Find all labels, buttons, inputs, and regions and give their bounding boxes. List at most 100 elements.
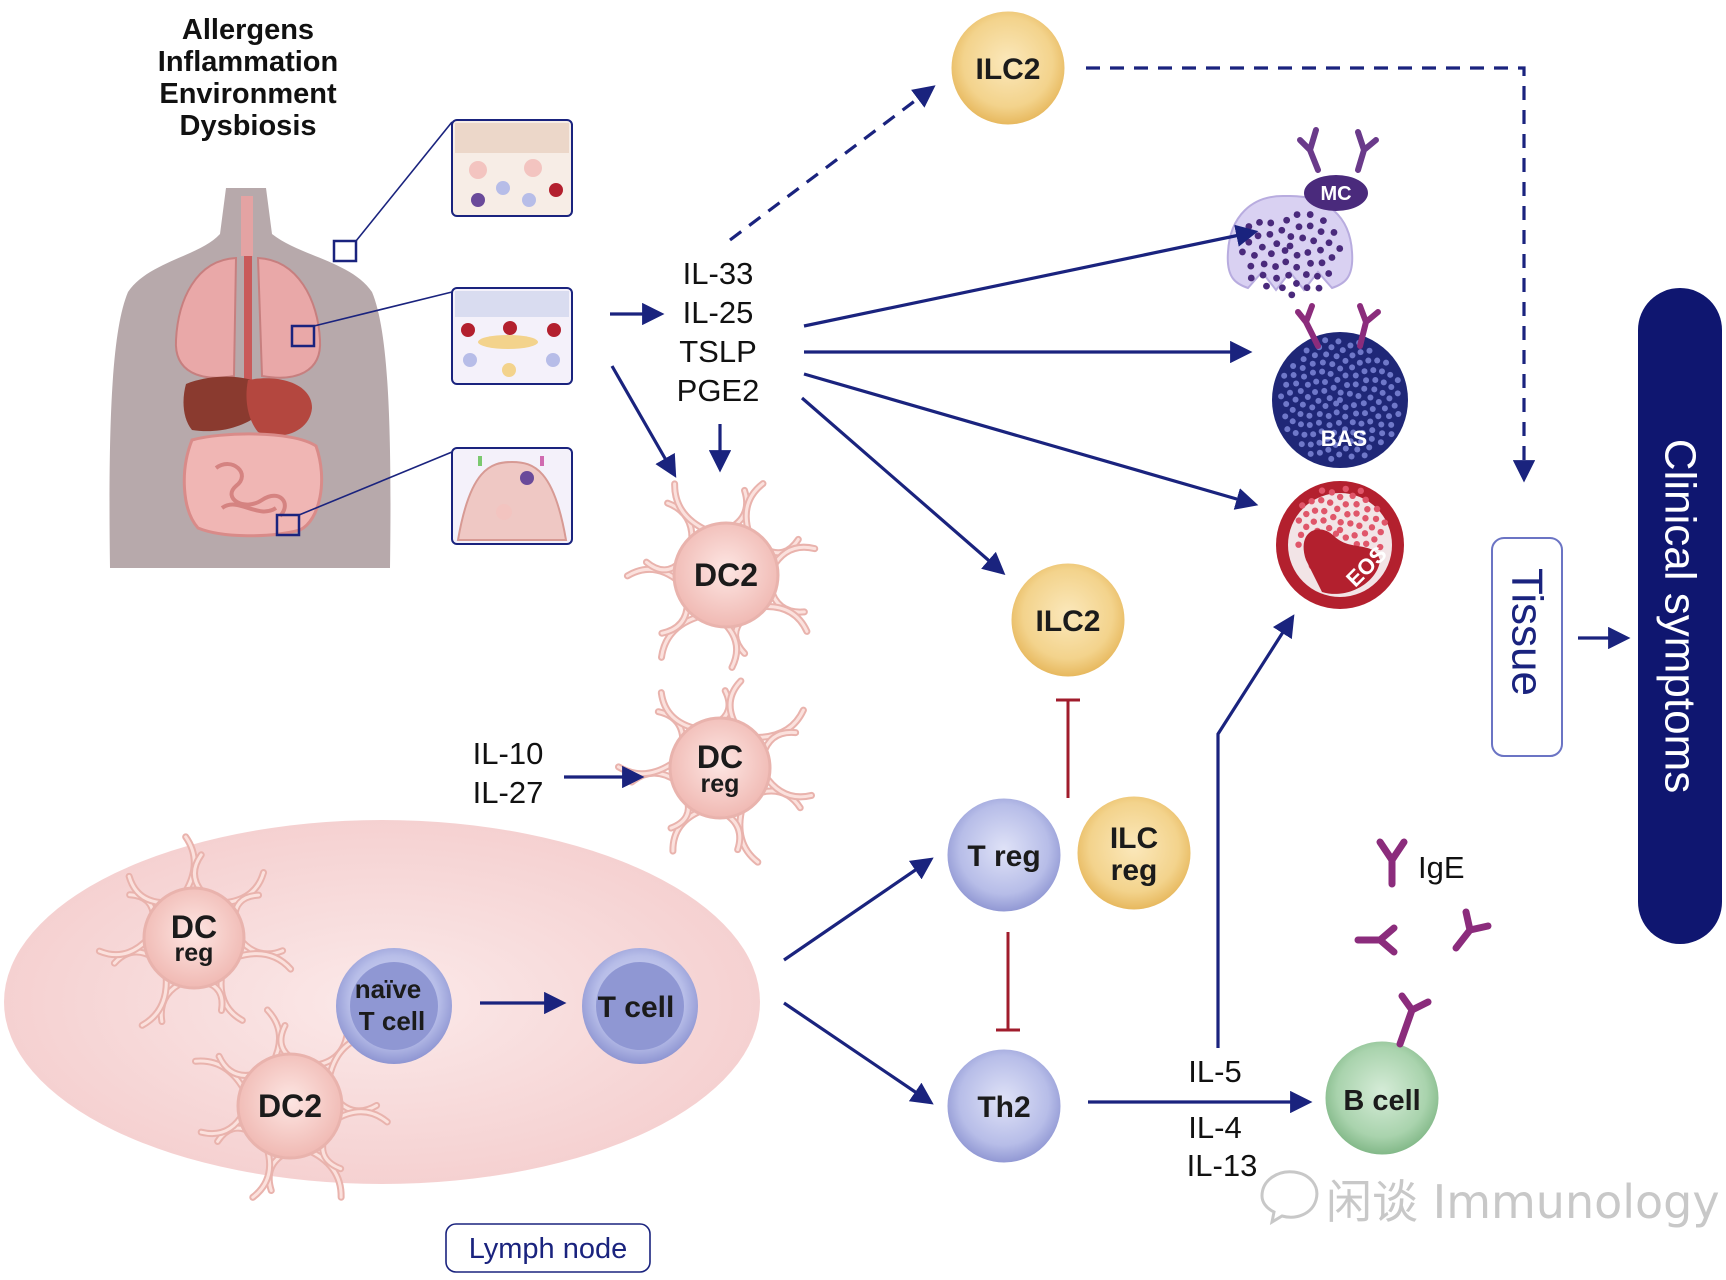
granule (1388, 383, 1395, 390)
granule (1344, 381, 1351, 388)
granule (1303, 523, 1310, 531)
bcell-label: B cell (1343, 1085, 1420, 1117)
ige-antibody-icon (1376, 838, 1408, 888)
lymph-node-label: Lymph node (469, 1233, 628, 1265)
granule (1247, 274, 1255, 282)
granule (1334, 505, 1341, 513)
granule (1290, 372, 1297, 379)
granule (1342, 501, 1349, 508)
granule (1333, 400, 1340, 407)
dc-body (668, 716, 772, 820)
granule (1297, 531, 1305, 539)
granule (1247, 262, 1255, 270)
granule (1256, 218, 1263, 226)
granule (1383, 359, 1390, 366)
granule (1346, 390, 1353, 397)
ilc2-top-label: ILC2 (975, 53, 1040, 86)
granule (1286, 242, 1294, 250)
granule (1319, 359, 1326, 366)
granule (1321, 507, 1328, 515)
granule (1361, 368, 1368, 375)
granule (1386, 395, 1393, 402)
tissue-label: Tissue (1503, 568, 1552, 696)
dc2-top-label: DC2 (694, 557, 758, 593)
granule (1309, 404, 1316, 411)
granule (1333, 409, 1340, 416)
t-cell: T cell (582, 948, 698, 1064)
watermark: 闲谈 Immunology (1260, 1170, 1720, 1229)
trigger-inflammation: Inflammation (158, 46, 338, 78)
dcreg-ln-label-line2: reg (175, 939, 214, 967)
granule (1342, 413, 1349, 420)
arrow-cytokines-to-ilc2-top (729, 85, 936, 242)
granule (1364, 506, 1371, 513)
granule (1315, 397, 1322, 404)
granule (1337, 389, 1344, 396)
dendrite (659, 691, 700, 731)
th2-cytokines: IL-5 IL-4 IL-13 (1187, 1054, 1258, 1183)
granule (1324, 435, 1331, 442)
inhibit-treg-th2 (996, 932, 1020, 1032)
granule (1358, 438, 1365, 445)
granule (1363, 540, 1370, 547)
granule (1281, 372, 1288, 379)
granule (1282, 258, 1290, 266)
granule (1251, 251, 1258, 259)
granule (1260, 260, 1268, 268)
granule (1326, 395, 1333, 402)
granule (1316, 439, 1323, 446)
granule (1356, 522, 1363, 529)
granule (1350, 402, 1357, 409)
treg-cell: T reg (944, 795, 1064, 915)
granule (1298, 441, 1305, 448)
granule (1370, 367, 1377, 374)
mc-label: MC (1320, 183, 1351, 205)
dc-body (236, 1052, 344, 1160)
granule (1303, 284, 1311, 292)
mast-cell: MC (1226, 127, 1379, 299)
cytokine-il25: IL-25 (683, 295, 754, 330)
granule (1333, 353, 1340, 360)
granule (1303, 347, 1310, 354)
granule (1258, 243, 1266, 251)
granule (1325, 413, 1332, 420)
treg-label: T reg (967, 840, 1040, 873)
granule (1375, 398, 1382, 405)
granule (1394, 390, 1401, 397)
granule (1316, 449, 1323, 456)
granule (1310, 237, 1318, 245)
granule (1365, 357, 1372, 364)
granule (1245, 223, 1253, 230)
granule (1320, 517, 1327, 524)
arrows (480, 66, 1631, 1114)
granule (1319, 217, 1327, 225)
granule (1286, 389, 1293, 396)
tissue-box: Tissue (1491, 537, 1563, 757)
granule (1306, 211, 1314, 218)
granule (1301, 373, 1308, 380)
granule (1314, 272, 1321, 280)
granule (1368, 524, 1376, 531)
granule (1295, 223, 1303, 231)
granule (1309, 360, 1316, 367)
granule (1362, 496, 1369, 504)
granule (1321, 379, 1328, 386)
granule (1309, 369, 1316, 376)
naive-t-label-line2: T cell (359, 1006, 425, 1036)
granule (1379, 430, 1386, 437)
granule (1285, 271, 1293, 279)
granule (1259, 271, 1267, 279)
dc-body (672, 521, 780, 629)
clinical-symptoms-bar: Clinical symptoms (1638, 288, 1722, 944)
granule (1328, 455, 1335, 462)
inhibit-treg-ilc2 (1056, 698, 1080, 798)
granule (1289, 418, 1296, 425)
granule (1299, 364, 1306, 371)
granule (1336, 493, 1344, 501)
granule (1349, 492, 1356, 500)
dc2-ln-label: DC2 (258, 1088, 322, 1124)
ilc2-top-cell: ILC2 (948, 8, 1068, 128)
granule (1357, 487, 1365, 495)
granule (1379, 389, 1386, 396)
